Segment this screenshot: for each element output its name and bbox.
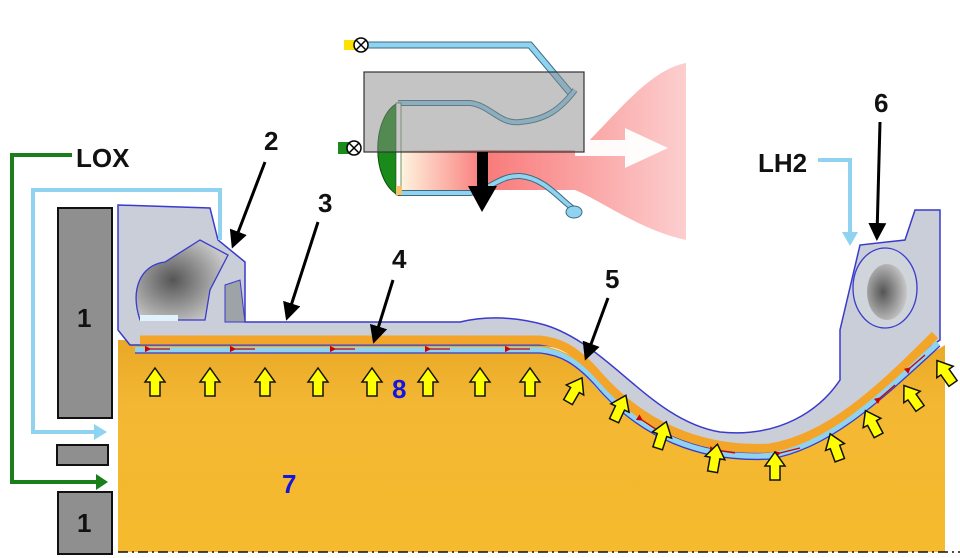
heat-flux-arrow-icon: [608, 394, 631, 424]
lox-arrow-head: [96, 474, 108, 490]
label-1-bottom: 1: [77, 508, 91, 538]
heat-flux-arrow-icon: [306, 366, 330, 397]
heat-flux-arrow-icon: [253, 366, 277, 397]
heat-flux-arrow-icon: [650, 420, 673, 451]
pointer-arrow-3: [283, 221, 320, 321]
heat-flux-arrow-icon: [360, 366, 384, 397]
zoom-down-arrow-icon: [468, 152, 497, 212]
injector-block-bottom: [57, 491, 113, 555]
label-6: 6: [874, 88, 888, 118]
heat-flux-arrow-icon: [198, 366, 222, 397]
injector-block-middle: [56, 444, 109, 466]
pointer-arrow-5: [582, 297, 610, 361]
engine-inset: [338, 37, 686, 240]
heat-flux-arrow-icon: [703, 442, 727, 474]
heat-flux-arrow-icon: [468, 366, 492, 397]
detail-highlight-box: [363, 71, 585, 153]
label-2: 2: [264, 126, 278, 156]
injector-block-top: [57, 207, 113, 419]
heat-flux-arrow-icon: [518, 366, 542, 397]
lox-injector-manifold: [135, 239, 246, 323]
label-3: 3: [318, 188, 332, 218]
pointer-arrow-4: [369, 279, 395, 344]
fuel-valve-icon: [353, 37, 369, 53]
lh2-inlet-line: [818, 158, 852, 235]
heat-flux-arrow-icon: [416, 366, 440, 397]
label-8-boundary-layer: 8: [392, 374, 406, 404]
lox-label: LOX: [76, 143, 130, 173]
fuel-valve-stub: [344, 40, 356, 50]
pointer-arrow-6: [868, 121, 887, 241]
oxidizer-valve-icon: [346, 140, 362, 156]
hot-gas-liner: [140, 331, 939, 453]
lh2-label: LH2: [758, 148, 807, 178]
lh2-arrow-head: [842, 232, 858, 246]
label-7-combustion-zone: 7: [282, 469, 296, 499]
hydrogen-arrow-head: [94, 424, 107, 440]
heat-flux-arrow-icon: [763, 450, 787, 481]
label-1-top: 1: [77, 303, 91, 333]
hydrogen-return-line: [31, 188, 222, 434]
combustion-gas-region: [118, 340, 945, 552]
heat-flux-arrows: [143, 359, 959, 481]
label-5: 5: [605, 264, 619, 294]
lh2-manifold: [852, 247, 918, 329]
heat-flux-arrow-icon: [862, 409, 885, 439]
lox-feed-line: [10, 153, 98, 484]
heat-flux-arrow-icon: [824, 432, 847, 463]
pointer-arrow-2: [229, 161, 267, 249]
heat-flux-arrow-icon: [936, 359, 959, 388]
heat-flux-arrow-icon: [903, 384, 926, 413]
coolant-channel: [135, 340, 941, 460]
heat-flux-arrow-icon: [562, 376, 585, 406]
label-4: 4: [392, 244, 407, 274]
heat-flux-arrow-icon: [143, 366, 167, 397]
thrust-arrow-icon: [575, 128, 668, 168]
